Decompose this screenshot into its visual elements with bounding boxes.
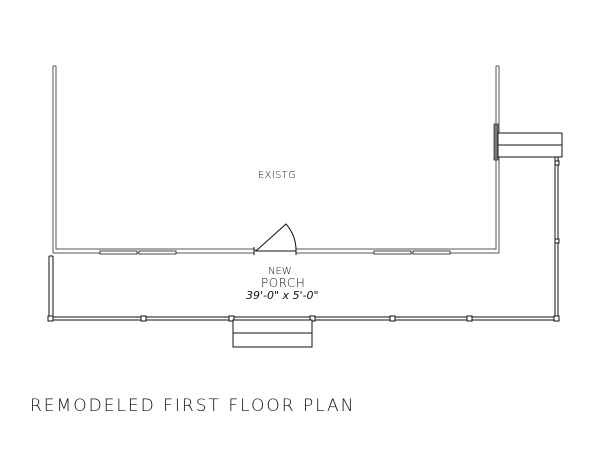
porch-dimensions: 39'-0" x 5'-0": [246, 289, 319, 302]
porch-posts: [47, 160, 560, 322]
side-steps: [497, 132, 563, 158]
entry-door: [253, 223, 297, 255]
porch-label-name: PORCH: [261, 276, 306, 290]
existing-room-label: EXISTG: [258, 170, 297, 181]
window-right-wall: [493, 123, 499, 161]
front-steps: [232, 319, 313, 348]
drawing-title: REMODELED FIRST FLOOR PLAN: [30, 396, 356, 416]
front-windows: [99, 250, 451, 255]
porch-label-new: NEW: [268, 266, 292, 277]
existing-walls: [52, 65, 500, 254]
